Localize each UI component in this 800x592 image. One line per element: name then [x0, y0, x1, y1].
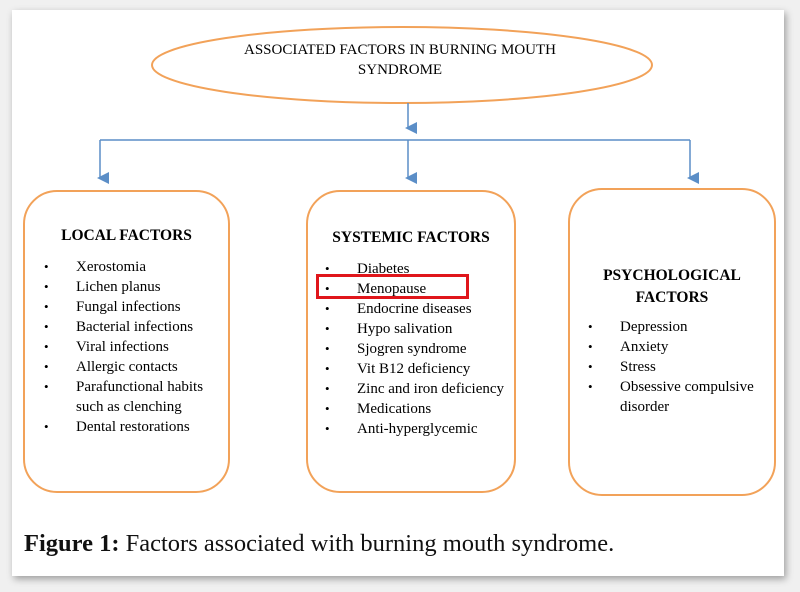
- list-item: • Obsessive compulsive disorder: [582, 377, 770, 417]
- figure-caption: Figure 1: Factors associated with burnin…: [24, 530, 614, 558]
- list-item-text: Sjogren syndrome: [357, 341, 467, 357]
- root-ellipse: [151, 26, 653, 104]
- list-item-text: Depression: [620, 319, 688, 335]
- list-item-text: Fungal infections: [76, 299, 181, 315]
- list-item: • Allergic contacts: [38, 357, 223, 377]
- bullet-icon: •: [325, 281, 330, 296]
- list-item: • Vit B12 deficiency: [319, 359, 509, 379]
- list-item-text: Bacterial infections: [76, 319, 194, 335]
- bullet-icon: •: [44, 339, 49, 354]
- list-item: • Anxiety: [582, 337, 770, 357]
- bullet-icon: •: [588, 339, 593, 354]
- list-item-text: Anti-hyperglycemic: [357, 421, 478, 437]
- systemic-factors-list: • Diabetes • Menopause • Endocrine diseases • H…: [319, 259, 509, 439]
- bullet-icon: •: [588, 379, 593, 394]
- list-item-text: Vit B12 deficiency: [357, 361, 471, 377]
- bullet-icon: •: [44, 299, 49, 314]
- bullet-icon: •: [44, 279, 49, 294]
- list-item-text: Menopause: [357, 281, 427, 297]
- bullet-icon: •: [325, 421, 330, 436]
- bullet-icon: •: [325, 401, 330, 416]
- list-item-text: Lichen planus: [76, 279, 161, 295]
- list-item: • Xerostomia: [38, 257, 223, 277]
- list-item-text: Xerostomia: [76, 259, 146, 275]
- list-item: • Menopause: [319, 279, 509, 299]
- menopause-highlight-box: [316, 274, 469, 299]
- list-item-text: Dental restorations: [76, 419, 190, 435]
- list-item: • Viral infections: [38, 337, 223, 357]
- root-title: ASSOCIATED FACTORS IN BURNING MOUTH SYND…: [244, 42, 556, 78]
- list-item-text: Obsessive compulsive disorder: [620, 379, 754, 415]
- list-item-text: Allergic contacts: [76, 359, 178, 375]
- caption-label: Figure 1:: [24, 530, 120, 557]
- list-item-text: Diabetes: [357, 261, 410, 277]
- list-item: • Dental restorations: [38, 417, 223, 437]
- bullet-icon: •: [588, 359, 593, 374]
- local-factors-list: • Xerostomia • Lichen planus • Fungal infecti…: [38, 257, 223, 437]
- psychological-factors-title: PSYCHOLOGICAL FACTORS: [603, 267, 741, 306]
- bullet-icon: •: [325, 301, 330, 316]
- list-item: • Hypo salivation: [319, 319, 509, 339]
- list-item: • Fungal infections: [38, 297, 223, 317]
- bullet-icon: •: [44, 319, 49, 334]
- local-factors-title: LOCAL FACTORS: [61, 227, 192, 244]
- caption-text: Factors associated with burning mouth sy…: [119, 530, 615, 557]
- list-item: • Anti-hyperglycemic: [319, 419, 509, 439]
- list-item-text: Stress: [620, 359, 656, 375]
- list-item: • Depression: [582, 317, 770, 337]
- list-item: • Lichen planus: [38, 277, 223, 297]
- list-item-text: Zinc and iron deficiency: [357, 381, 505, 397]
- bullet-icon: •: [44, 259, 49, 274]
- psychological-factors-list: • Depression • Anxiety • Stress • Obsessive com…: [582, 317, 770, 417]
- bullet-icon: •: [325, 321, 330, 336]
- bullet-icon: •: [44, 419, 49, 434]
- list-item-text: Viral infections: [76, 339, 169, 355]
- bullet-icon: •: [44, 379, 49, 394]
- bullet-icon: •: [588, 319, 593, 334]
- bullet-icon: •: [325, 341, 330, 356]
- bullet-icon: •: [325, 381, 330, 396]
- bullet-icon: •: [325, 261, 330, 276]
- list-item-text: Parafunctional habits such as clenching: [76, 379, 204, 415]
- list-item: • Medications: [319, 399, 509, 419]
- local-factors-box: [23, 190, 230, 493]
- systemic-factors-title: SYSTEMIC FACTORS: [332, 229, 490, 246]
- list-item-text: Anxiety: [620, 339, 669, 355]
- list-item: • Sjogren syndrome: [319, 339, 509, 359]
- list-item-text: Hypo salivation: [357, 321, 453, 337]
- list-item: • Diabetes: [319, 259, 509, 279]
- list-item-text: Medications: [357, 401, 432, 417]
- psychological-factors-box: [568, 188, 776, 496]
- systemic-factors-box: [306, 190, 516, 493]
- bullet-icon: •: [325, 361, 330, 376]
- list-item: • Endocrine diseases: [319, 299, 509, 319]
- list-item: • Stress: [582, 357, 770, 377]
- list-item: • Bacterial infections: [38, 317, 223, 337]
- list-item: • Parafunctional habits such as clenching: [38, 377, 223, 417]
- bullet-icon: •: [44, 359, 49, 374]
- list-item: • Zinc and iron deficiency: [319, 379, 509, 399]
- list-item-text: Endocrine diseases: [357, 301, 472, 317]
